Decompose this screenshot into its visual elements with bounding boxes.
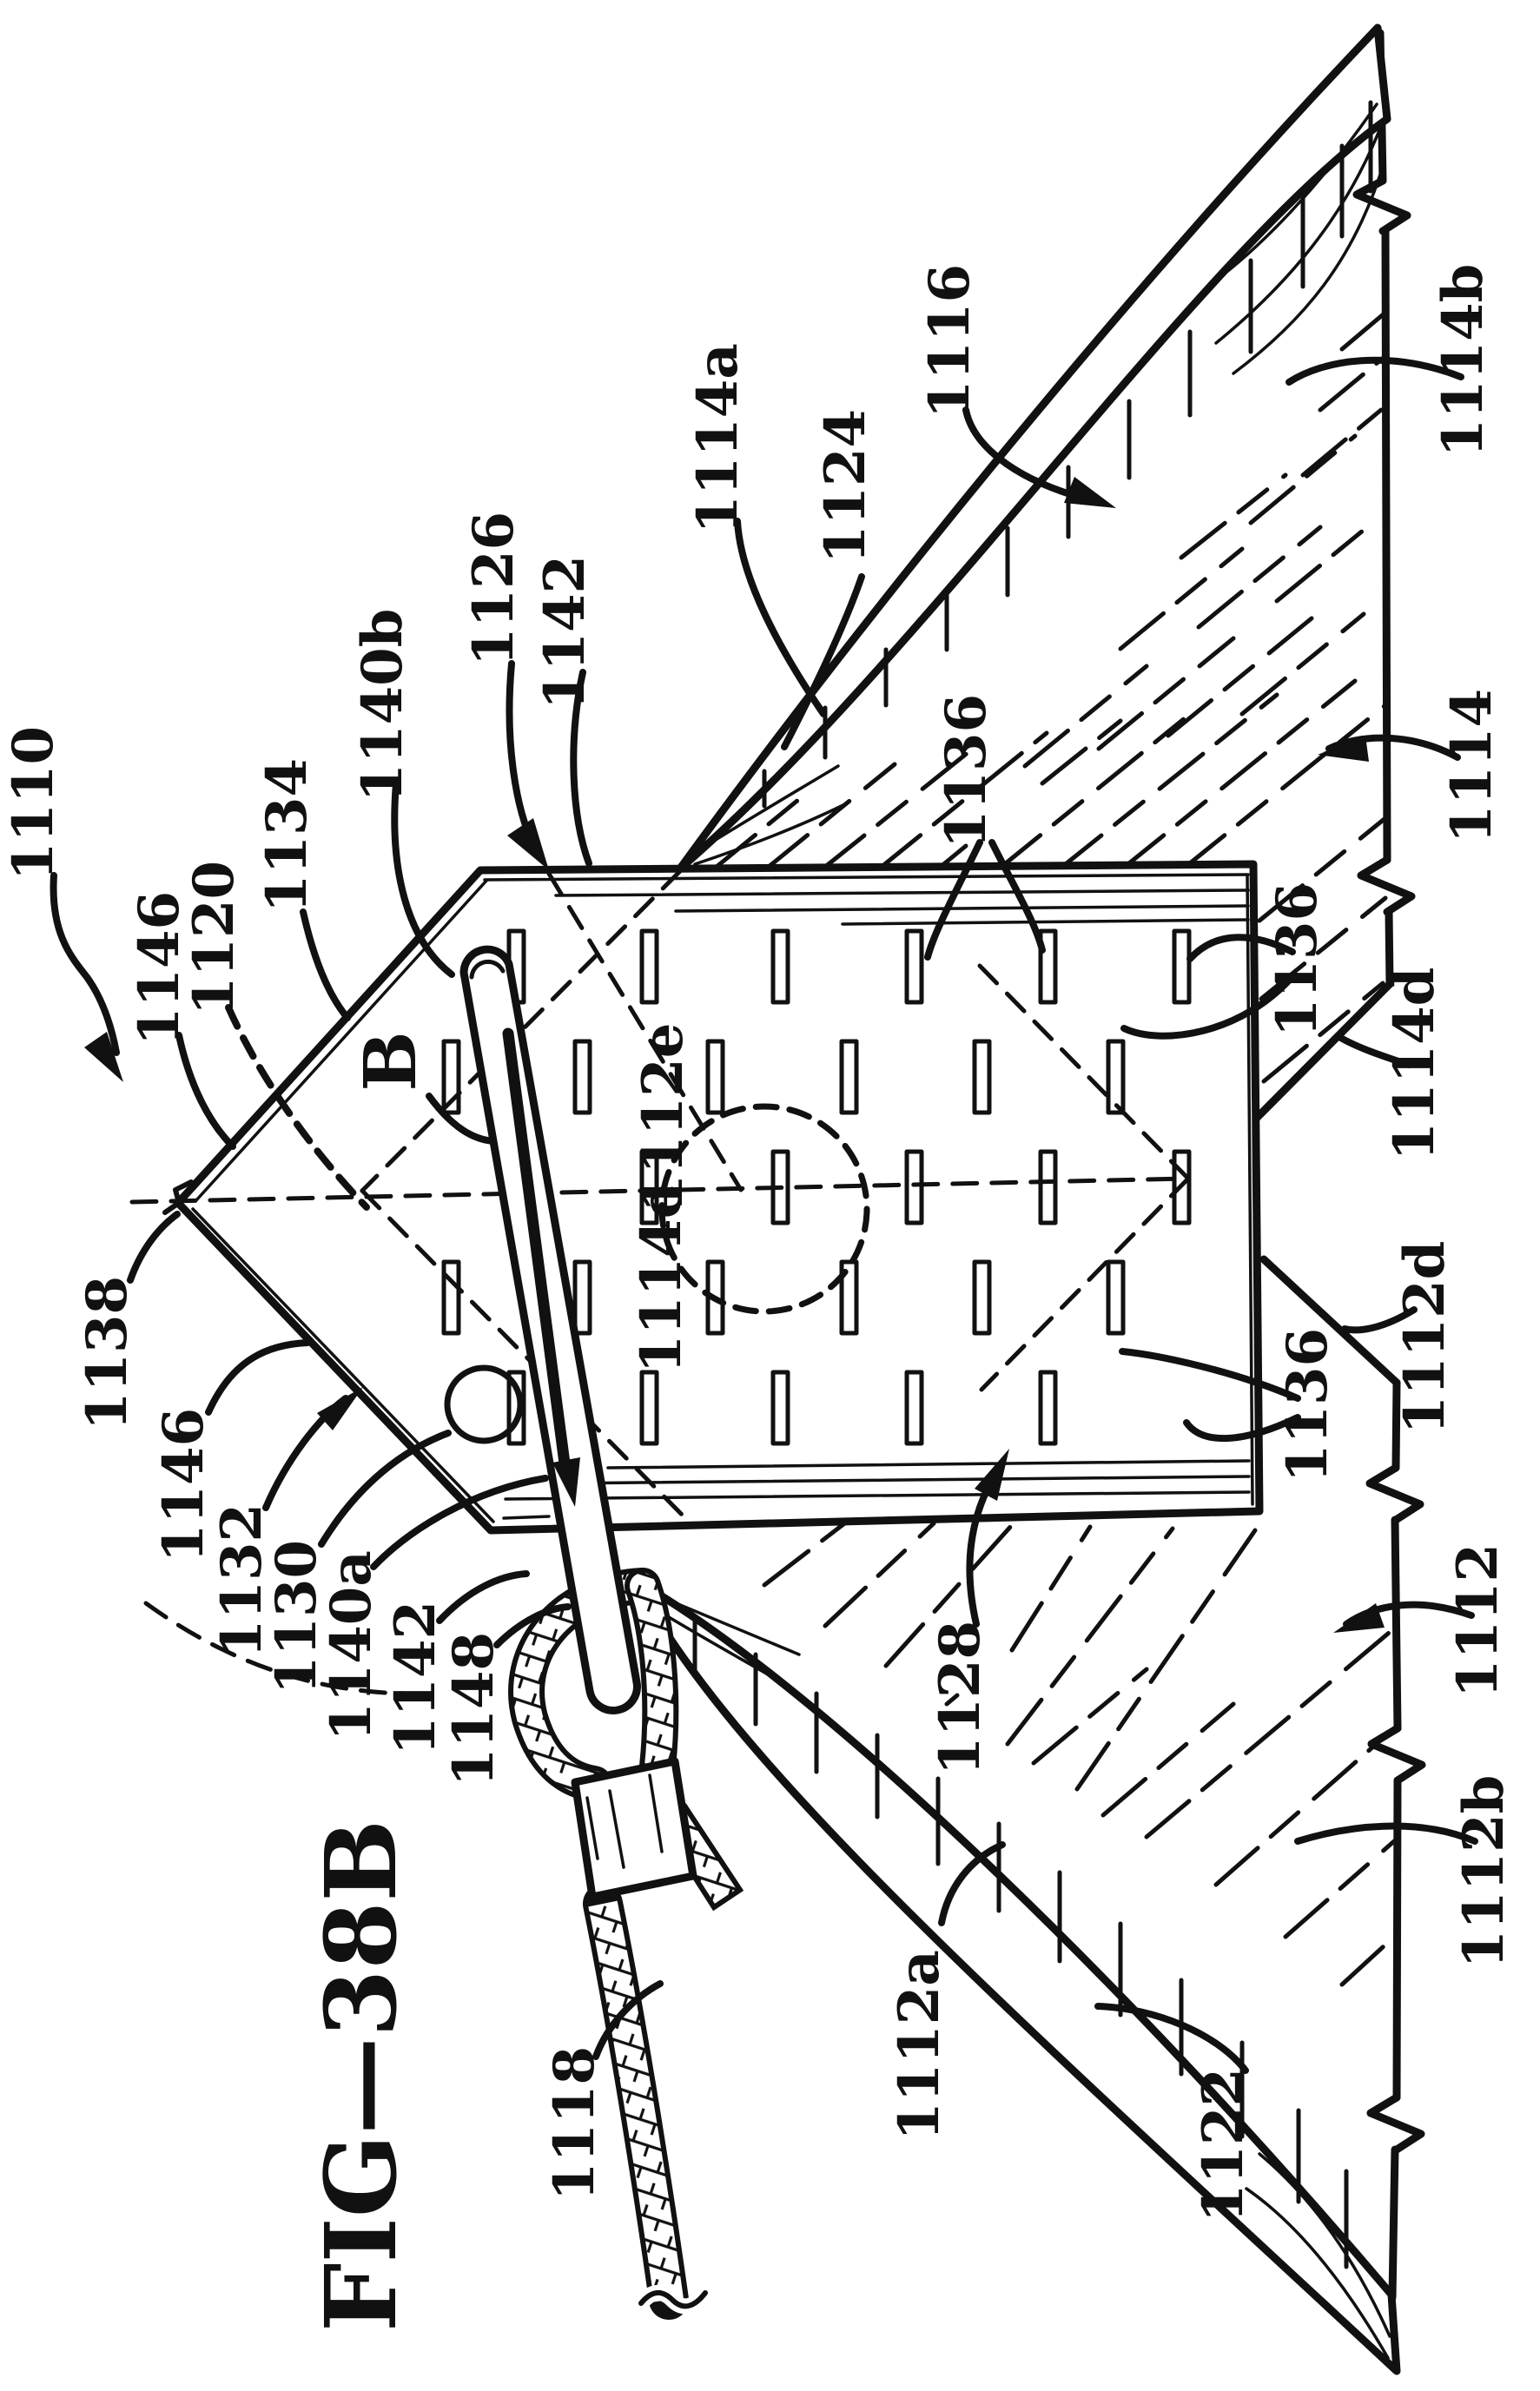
label-1124: 1124 [813,409,878,564]
tissue-corner-edge-1112d [1259,1255,1401,1387]
label-1140a: 1140a [319,1550,384,1741]
label-1112a: 1112a [887,1950,952,2141]
suture-break-squiggle [638,2290,708,2309]
label-1114b: 1114b [1431,264,1496,458]
label-1136-upper: 1136 [934,694,999,849]
loop-circle [444,1364,524,1444]
tissue-fold-centerline [129,1176,1191,1205]
sleeve-accent-lines [585,1773,664,1869]
band-woven-end-texture [689,102,1386,866]
label-1112: 1112 [1445,1543,1510,1698]
hidden-edges-dashed [129,869,1191,1696]
sleeve-body [571,1757,697,1901]
tissue-corner-edge-1114d [1252,980,1394,1122]
label-1146-upper: 1146 [127,891,192,1046]
label-1110: 1110 [1,726,66,881]
needle-1140 [459,945,641,1714]
band-cross-hatch [692,1615,1349,2269]
label-1128: 1128 [928,1621,993,1775]
mesh-implant-1126 [129,860,1264,1696]
break-symbol [1357,855,1416,916]
label-1114a: 1114a [685,343,750,534]
insertion-direction-arrow-shaft [502,1027,572,1483]
label-1116: 1116 [917,264,982,419]
label-1138: 1138 [75,1276,140,1430]
detail-circle-1114e-1112e [658,1103,870,1315]
label-1114d: 1114d [1382,968,1447,1161]
break-symbol [1365,1463,1424,1524]
mesh-hem-lines [483,873,1254,1520]
tissue-edge-segment [1391,1516,1402,1733]
label-1118: 1118 [542,2046,607,2201]
label-1130: 1130 [264,1540,329,1694]
suture-sleeve [571,1757,697,1901]
label-1112e: 1112e [631,1023,696,1213]
tissue-edge-segment [1381,227,1391,864]
label-1122: 1122 [1191,2068,1256,2223]
label-1132: 1132 [209,1503,274,1658]
leader-lines [50,356,1478,2074]
label-B: B [349,1031,433,1091]
suture-loop-1130 [444,1364,524,1444]
tissue-1114-hatching [710,309,1389,1084]
tissue-edge-segment [1392,1776,1402,2102]
reference-labels: FIG—38B 1110 1146 1120 1134 1140b 1126 1… [1,264,1517,2332]
label-1126: 1126 [461,512,526,666]
tissue-edge-segment [1391,1378,1401,1472]
band-outline [676,23,1391,873]
label-1112d: 1112d [1392,1241,1457,1435]
label-1112b: 1112b [1451,1775,1517,1969]
needle-wall-inner-line [509,974,636,1678]
label-1136-lower: 1136 [1275,1328,1340,1483]
tissue-1112-hatching [762,1519,1397,1987]
mesh-outline [174,860,1264,1535]
figure-title: FIG—38B [305,1820,419,2332]
label-1134: 1134 [254,758,320,913]
label-1140b: 1140b [350,609,415,803]
needle-blunt-tip-inner-line [469,959,506,980]
label-1142-lower: 1142 [383,1601,448,1755]
tissue-edge-right [1252,29,1426,2302]
label-1114: 1114 [1439,689,1504,843]
insertion-direction-arrowhead [552,1457,580,1507]
mesh-edge-inner-line [195,879,488,1202]
mesh-edge-inner-line [191,1207,495,1523]
tissue-edge-segment [1388,2145,1399,2302]
label-1148: 1148 [441,1632,506,1787]
break-symbol [1366,2093,1425,2154]
break-symbol [1367,1724,1426,1785]
sling-band-1122 [631,1576,1401,2375]
break-symbol [1352,176,1411,235]
label-1142-upper: 1142 [532,555,598,710]
label-1146-lower: 1146 [151,1408,216,1562]
label-1136-right: 1136 [1265,882,1330,1037]
band-outline [631,1576,1401,2375]
label-1114e: 1114e [629,1184,694,1374]
label-1120: 1120 [182,861,247,1015]
tissue-edge-segment [1385,908,1394,988]
corner-notch-1138 [162,1179,194,1215]
